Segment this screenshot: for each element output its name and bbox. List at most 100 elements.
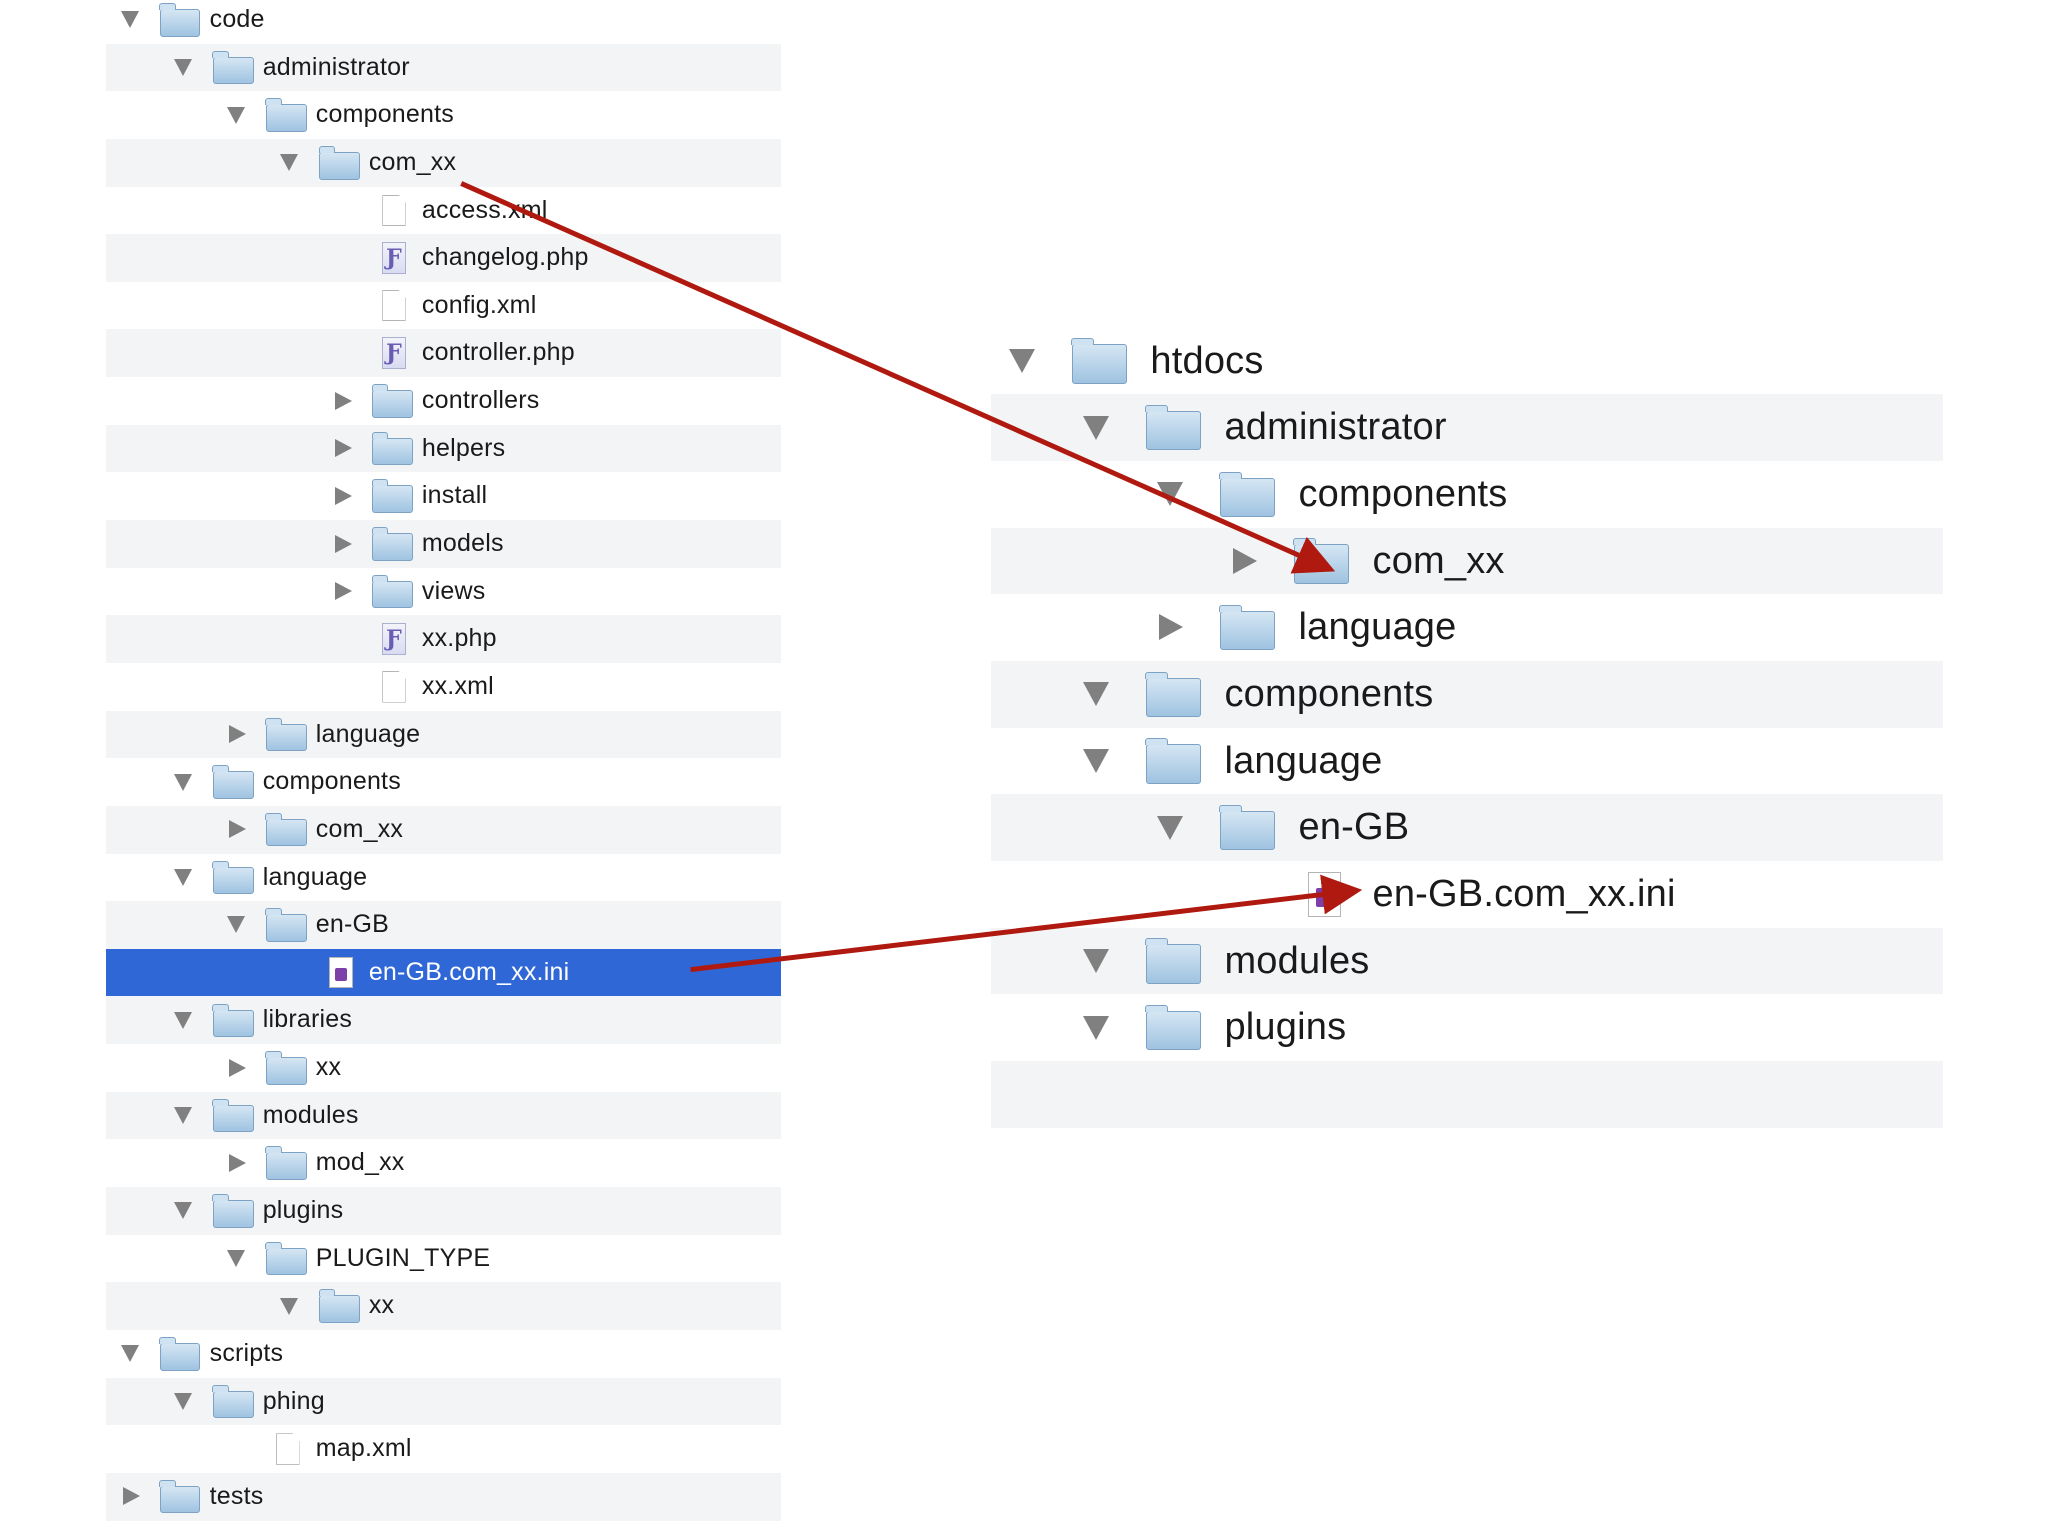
folder-icon (159, 3, 201, 37)
folder-icon (1219, 471, 1275, 517)
mapping-arrow-2 (690, 874, 1363, 973)
tree-row-components[interactable]: components (106, 91, 781, 139)
disclosure-expanded-icon[interactable] (1082, 415, 1109, 440)
tree-row-xx[interactable]: xx (106, 1282, 781, 1330)
disclosure-expanded-icon[interactable] (279, 1297, 298, 1315)
tree-row-map-xml[interactable]: map.xml (106, 1425, 781, 1473)
disclosure-expanded-icon[interactable] (1082, 749, 1109, 774)
ini-file-icon (329, 956, 353, 989)
disclosure-expanded-icon[interactable] (173, 773, 192, 791)
tree-row-components[interactable]: components (990, 661, 1944, 728)
tree-row-plugins[interactable]: plugins (991, 994, 1944, 1061)
tree-row-plugins[interactable]: plugins (106, 1187, 781, 1235)
tree-item-label: xx.xml (421, 671, 494, 700)
tree-row-helpers[interactable]: helpers (106, 424, 781, 473)
tree-row-plugin-type[interactable]: PLUGIN_TYPE (106, 1235, 781, 1283)
disclosure-expanded-icon[interactable] (226, 106, 245, 124)
tree-item-label: components (262, 767, 401, 796)
folder-icon (1145, 938, 1201, 984)
tree-row-tests[interactable]: tests (106, 1472, 781, 1521)
tree-row-com-xx[interactable]: com_xx (106, 805, 781, 854)
tree-row-code[interactable]: code (106, 0, 781, 44)
tree-row-config-xml[interactable]: config.xml (106, 282, 781, 330)
disclosure-collapsed-icon[interactable] (1158, 614, 1183, 641)
php-file-icon: Ƒ (382, 623, 406, 655)
disclosure-expanded-icon[interactable] (173, 868, 192, 886)
tree-row-scripts[interactable]: scripts (106, 1330, 781, 1378)
tree-row-phing[interactable]: phing (106, 1377, 781, 1426)
tree-row-xx[interactable]: xx (106, 1044, 781, 1092)
tree-row-views[interactable]: views (106, 568, 781, 616)
disclosure-expanded-icon[interactable] (173, 1107, 192, 1125)
disclosure-collapsed-icon[interactable] (334, 582, 352, 601)
disclosure-expanded-icon[interactable] (279, 154, 298, 172)
tree-row-language[interactable]: language (106, 710, 781, 759)
folder-icon (265, 98, 307, 132)
folder-icon (1145, 404, 1201, 451)
folder-icon (371, 431, 413, 466)
tree-row-language[interactable]: language (991, 594, 1944, 661)
disclosure-expanded-icon[interactable] (173, 58, 192, 76)
disclosure-expanded-icon[interactable] (173, 1011, 192, 1029)
tree-item-label: language (262, 862, 368, 891)
tree-item-label: code (209, 5, 265, 33)
tree-item-label: libraries (262, 1005, 353, 1034)
disclosure-expanded-icon[interactable] (173, 1202, 192, 1220)
tree-item-label: xx (368, 1291, 395, 1320)
tree-row-en-gb-com-xx-ini[interactable]: en-GB.com_xx.ini (106, 948, 781, 997)
tree-row-language[interactable]: language (991, 728, 1944, 795)
tree-item-label: modules (1224, 939, 1370, 982)
disclosure-collapsed-icon[interactable] (334, 534, 352, 553)
disclosure-expanded-icon[interactable] (120, 1345, 139, 1363)
folder-icon (1219, 604, 1275, 651)
tree-row-access-xml[interactable]: access.xml (106, 187, 781, 235)
tree-item-label: phing (262, 1386, 325, 1415)
disclosure-collapsed-icon[interactable] (228, 820, 246, 839)
tree-row-administrator[interactable]: administrator (106, 43, 781, 92)
disclosure-collapsed-icon[interactable] (122, 1487, 140, 1506)
tree-row-modules[interactable]: modules (990, 927, 1944, 995)
disclosure-expanded-icon[interactable] (173, 1392, 192, 1410)
disclosure-expanded-icon[interactable] (1082, 949, 1109, 974)
tree-row-administrator[interactable]: administrator (990, 394, 1944, 461)
disclosure-collapsed-icon[interactable] (1233, 547, 1258, 574)
tree-row-xx-xml[interactable]: xx.xml (106, 663, 781, 711)
folder-icon (265, 813, 307, 847)
tree-row-libraries[interactable]: libraries (106, 996, 781, 1045)
tree-row-com-xx[interactable]: com_xx (106, 138, 781, 187)
tree-item-label: controllers (421, 386, 540, 415)
disclosure-expanded-icon[interactable] (1156, 815, 1183, 840)
tree-row-language[interactable]: language (106, 854, 781, 902)
tree-row-en-gb[interactable]: en-GB (106, 901, 781, 949)
tree-item-label: modules (262, 1100, 359, 1129)
disclosure-expanded-icon[interactable] (226, 916, 245, 934)
tree-row-htdocs[interactable]: htdocs (991, 328, 1944, 395)
tree-row-en-gb[interactable]: en-GB (990, 794, 1944, 862)
tree-row-controllers[interactable]: controllers (106, 377, 781, 425)
disclosure-expanded-icon[interactable] (120, 11, 139, 29)
disclosure-collapsed-icon[interactable] (228, 1153, 246, 1172)
disclosure-collapsed-icon[interactable] (334, 391, 352, 410)
disclosure-collapsed-icon[interactable] (228, 1058, 246, 1077)
tree-item-label: plugins (262, 1196, 344, 1225)
tree-row-models[interactable]: models (106, 520, 781, 568)
folder-icon (371, 574, 413, 609)
tree-item-label: views (421, 576, 486, 605)
disclosure-expanded-icon[interactable] (1082, 1015, 1109, 1040)
tree-row-mod-xx[interactable]: mod_xx (106, 1139, 781, 1187)
tree-row-com-xx[interactable]: com_xx (990, 527, 1944, 595)
disclosure-collapsed-icon[interactable] (334, 439, 352, 458)
disclosure-expanded-icon[interactable] (226, 1249, 245, 1267)
tree-row-modules[interactable]: modules (106, 1091, 781, 1140)
tree-item-label: mod_xx (315, 1148, 405, 1177)
tree-row-install[interactable]: install (106, 472, 781, 520)
tree-row-components[interactable]: components (991, 461, 1944, 528)
folder-icon (318, 1289, 360, 1323)
disclosure-expanded-icon[interactable] (1008, 348, 1035, 373)
disclosure-collapsed-icon[interactable] (228, 725, 246, 744)
disclosure-collapsed-icon[interactable] (334, 486, 352, 505)
tree-row-components[interactable]: components (106, 758, 781, 806)
disclosure-expanded-icon[interactable] (1082, 682, 1109, 707)
